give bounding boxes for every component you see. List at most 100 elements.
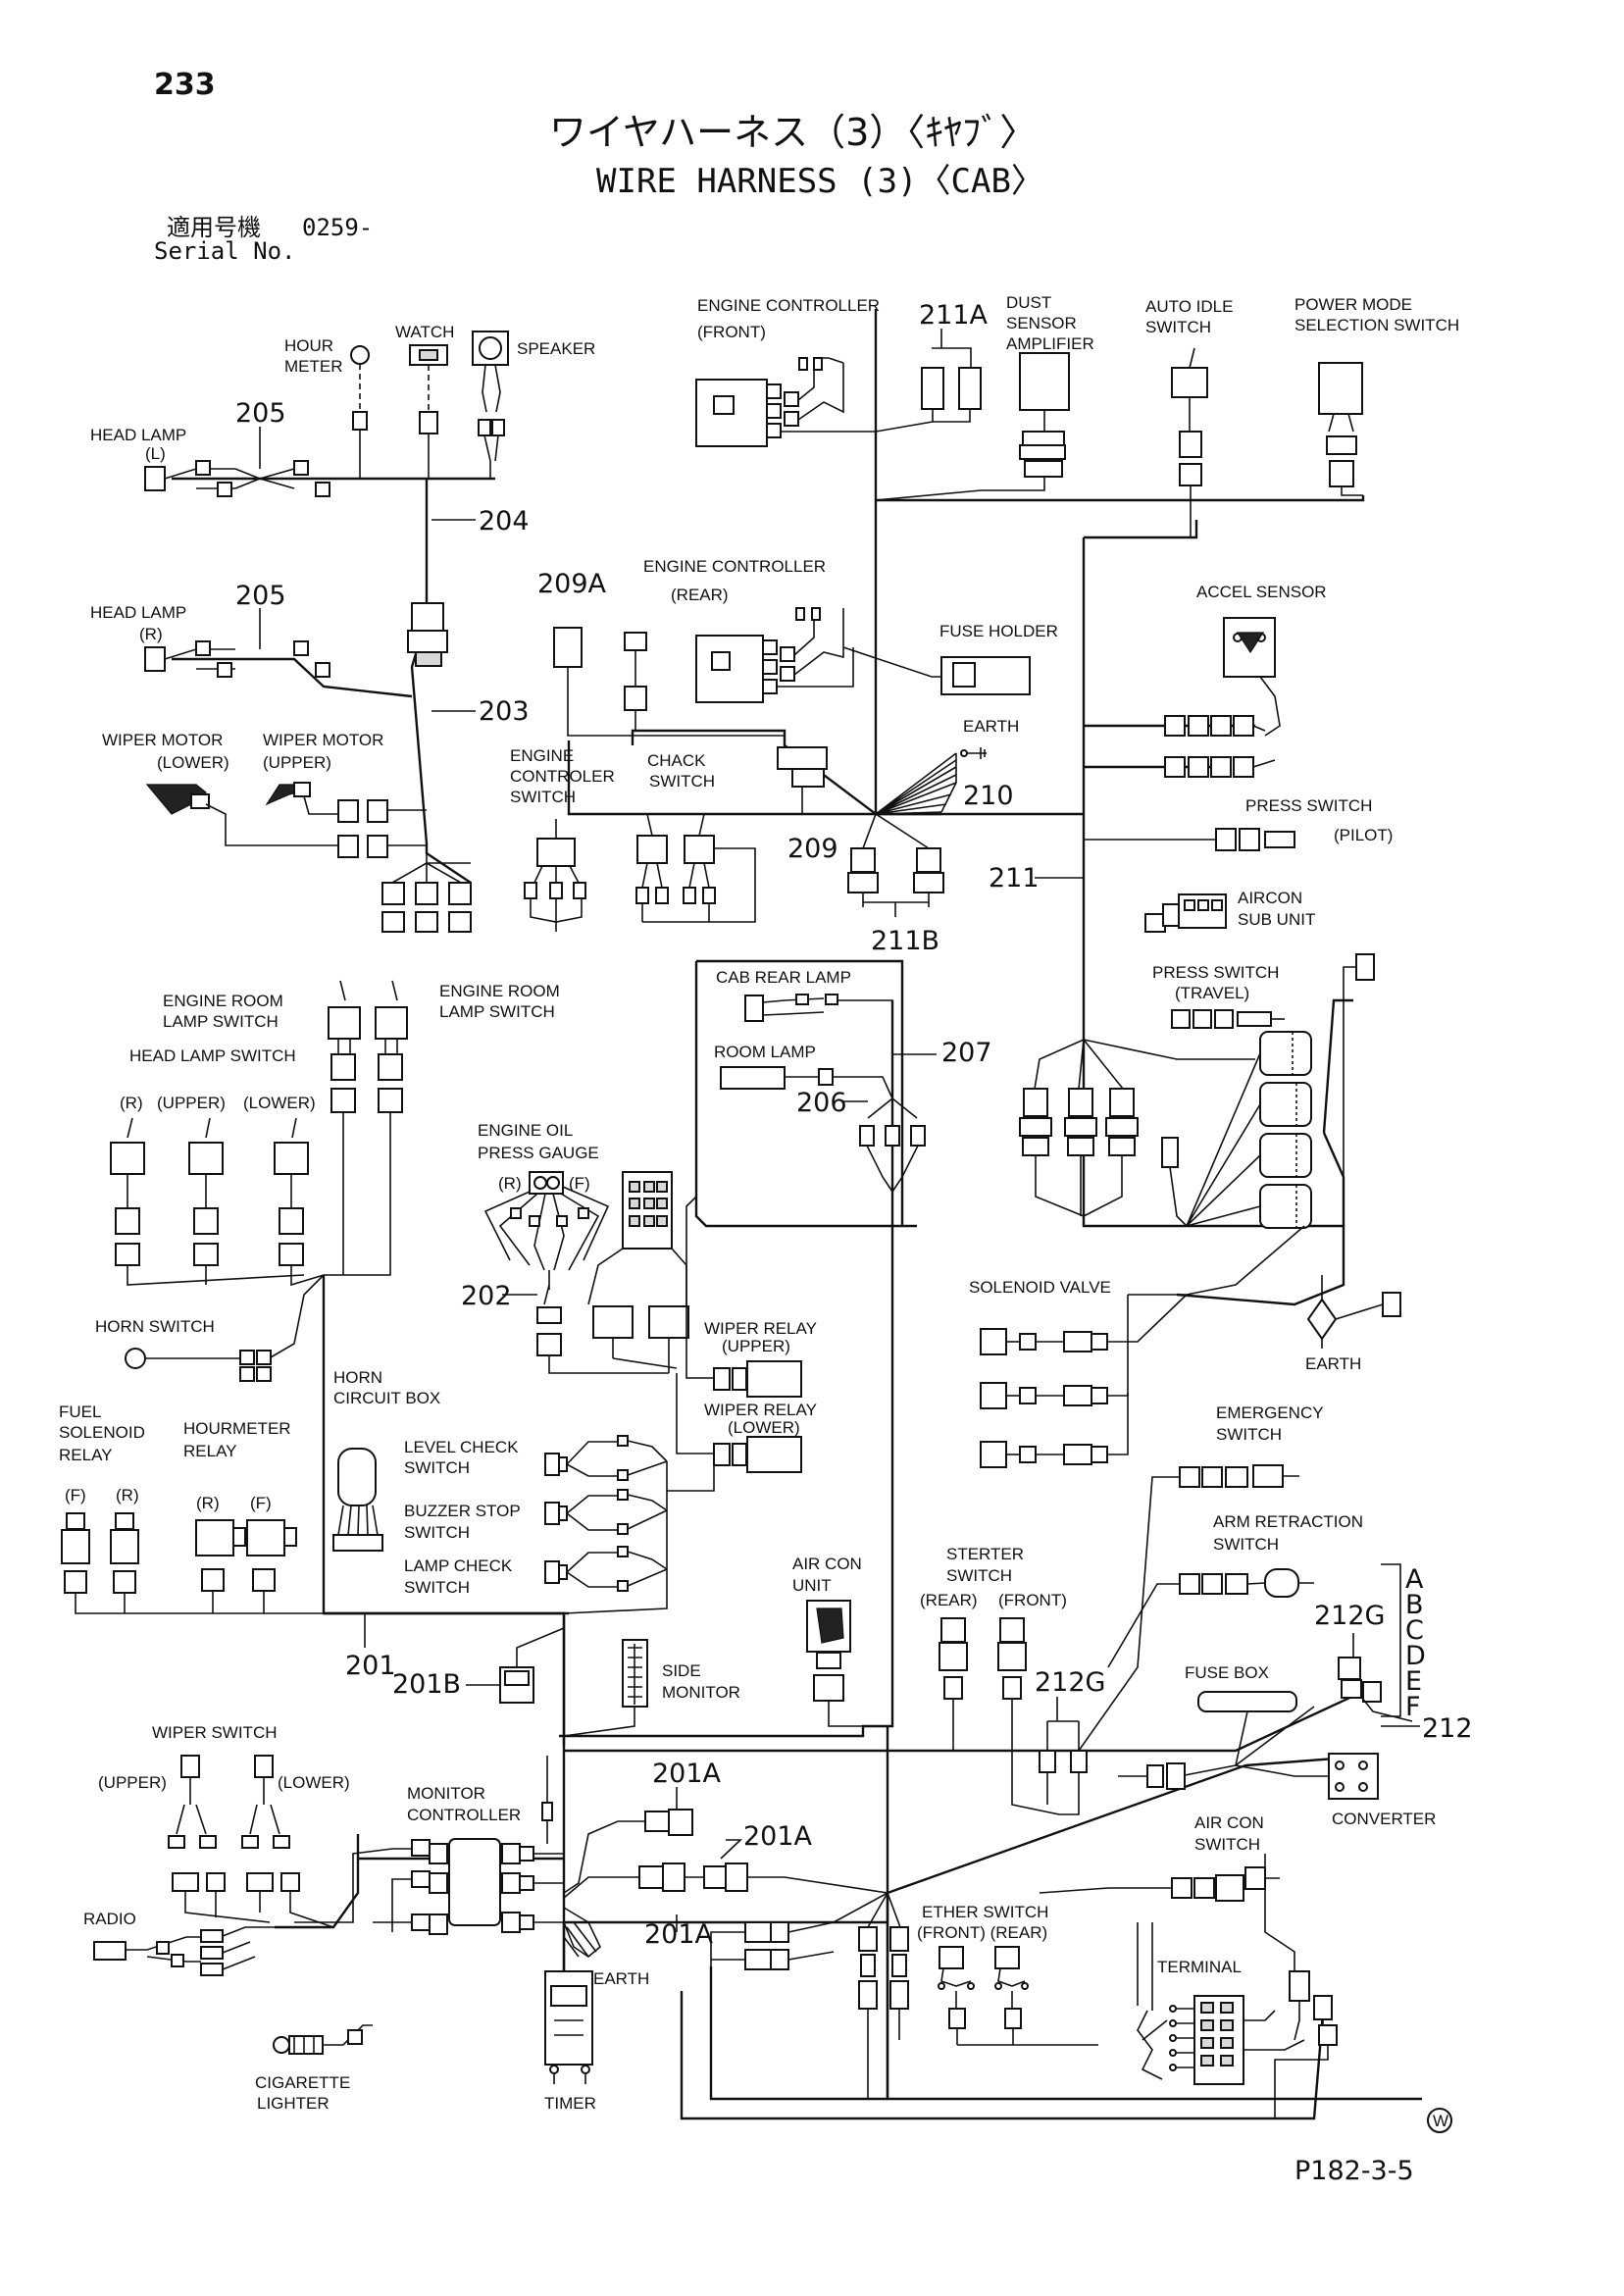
top-right-connector (1343, 953, 1375, 1285)
dust-sensor-amplifier: DUST SENSOR AMPLIFIER (875, 293, 1094, 501)
earth-label-bottom: EARTH (593, 1969, 649, 1988)
sterter-switch: STERTER SWITCH (REAR) (FRONT) (920, 1545, 1067, 1815)
sterter-label-2: SWITCH (946, 1566, 1012, 1585)
hourmeter-relay-r: (R) (196, 1494, 220, 1512)
ether-switch: ETHER SWITCH (FRONT) (REAR) (917, 1903, 1098, 2046)
head-lamp-l-label: HEAD LAMP (90, 426, 186, 444)
title-english: WIRE HARNESS (3)〈CAB〉 (596, 162, 1044, 201)
engine-controller-front-label-2: (FRONT) (697, 323, 766, 341)
terminal: TERMINAL (1137, 1922, 1305, 2085)
power-mode-label-2: SELECTION SWITCH (1294, 316, 1459, 334)
hourmeter-relay-label-2: RELAY (183, 1442, 237, 1460)
dust-label-1: DUST (1006, 293, 1051, 312)
page-number: 233 (154, 68, 216, 102)
bottom-right-connectors (1264, 1854, 1338, 2118)
press-switch-pilot-label-2: (PILOT) (1334, 826, 1393, 844)
letter-f: F (1405, 1692, 1421, 1722)
wiper-motor-upper-label-2: (UPPER) (263, 753, 331, 772)
cab-rear-lamp: CAB REAR LAMP (716, 968, 893, 1069)
letter-a: A (1405, 1564, 1424, 1595)
callout-206: 206 (796, 1088, 847, 1118)
wiper-motor-lower-label-1: WIPER MOTOR (102, 731, 223, 749)
engine-room-lamp-switches: ENGINE ROOM LAMP SWITCH ENGINE ROOM LAMP… (163, 980, 560, 1276)
callout-201a-2: 201A (743, 1821, 813, 1852)
hour-meter-label-2: METER (284, 357, 343, 376)
callout-201b: 201B (392, 1669, 461, 1700)
earth-label-right: EARTH (1305, 1354, 1361, 1373)
fuse-holder: FUSE HOLDER (939, 622, 1058, 695)
horn-switch: HORN SWITCH (95, 1274, 325, 1382)
dust-label-3: AMPLIFIER (1006, 334, 1094, 353)
air-con-switch-label-2: SWITCH (1194, 1835, 1260, 1854)
callout-205-upper: 205 (235, 398, 286, 429)
watch-label: WATCH (395, 323, 454, 341)
wiper-relay-lower: WIPER RELAY (LOWER) (676, 1373, 817, 1473)
auto-idle-switch: AUTO IDLE SWITCH (1145, 297, 1233, 537)
callout-204: 204 (479, 506, 530, 536)
earth-right: EARTH (1305, 1275, 1401, 1373)
hourmeter-relay-f: (F) (250, 1494, 272, 1512)
wiper-relay-upper: WIPER RELAY (UPPER) (685, 1304, 817, 1398)
fuel-relay-label-2: SOLENOID (59, 1423, 145, 1442)
speaker: SPEAKER (472, 331, 595, 479)
chack-switch-label-2: SWITCH (649, 772, 715, 791)
letter-d: D (1405, 1641, 1426, 1671)
aircon-sub-unit: AIRCON SUB UNIT (1144, 889, 1315, 933)
engine-room-lamp-left-2: LAMP SWITCH (163, 1012, 279, 1031)
earth-bottom: EARTH (563, 1907, 649, 1988)
engine-controler-switch-label-3: SWITCH (510, 788, 576, 806)
cigarette-lighter: CIGARETTE LIGHTER (255, 2024, 373, 2113)
accel-sensor-label: ACCEL SENSOR (1196, 583, 1327, 601)
fuel-solenoid-relay: FUEL SOLENOID RELAY (F) (R) (59, 1403, 324, 1614)
engine-room-lamp-right-2: LAMP SWITCH (439, 1002, 555, 1021)
connectors-202 (536, 1195, 697, 1374)
chack-switch-label-1: CHACK (647, 751, 706, 770)
head-lamp-switch-lower: (LOWER) (243, 1094, 316, 1112)
wiper-switch-upper: (UPPER) (98, 1773, 167, 1792)
hour-meter: HOUR METER (284, 336, 370, 479)
monitor-controller-label-2: CONTROLLER (407, 1806, 521, 1824)
buzzer-stop-label-2: SWITCH (404, 1523, 470, 1542)
engine-oil-r: (R) (498, 1174, 522, 1193)
cab-rear-lamp-label: CAB REAR LAMP (716, 968, 851, 987)
power-mode-label-1: POWER MODE (1294, 295, 1412, 314)
earth-fan-210: EARTH 210 (875, 717, 1019, 815)
fuse-box-label: FUSE BOX (1185, 1663, 1269, 1682)
solenoid-valve: SOLENOID VALVE (969, 1225, 1305, 1468)
horn-circuit-box-label-2: CIRCUIT BOX (333, 1389, 440, 1407)
engine-room-lamp-left-1: ENGINE ROOM (163, 992, 283, 1010)
connector-letters: A B C D E F (1381, 1563, 1426, 1722)
fuse-holder-label: FUSE HOLDER (939, 622, 1058, 640)
callout-210: 210 (963, 781, 1014, 811)
room-lamp-label: ROOM LAMP (714, 1043, 816, 1061)
connector-211b: 211B (847, 812, 944, 956)
power-mode-selection-switch: POWER MODE SELECTION SWITCH (1294, 295, 1459, 496)
fuel-relay-label-1: FUEL (59, 1403, 101, 1421)
head-lamp-switch-upper: (UPPER) (157, 1094, 226, 1112)
arm-retraction-label-1: ARM RETRACTION (1213, 1512, 1363, 1531)
wiper-motor-lower: WIPER MOTOR (LOWER) (102, 731, 343, 846)
bottom-center-connectors (710, 1892, 909, 2099)
callout-211b: 211B (871, 926, 939, 956)
engine-controler-switch: ENGINE CONTROLER SWITCH (510, 746, 615, 932)
callout-202: 202 (461, 1281, 512, 1311)
speaker-label: SPEAKER (517, 339, 595, 358)
sterter-label-1: STERTER (946, 1545, 1024, 1563)
right-relay-group (1019, 1031, 1312, 1229)
wiper-relay-upper-label-1: WIPER RELAY (704, 1319, 817, 1338)
lamp-check-label-1: LAMP CHECK (404, 1556, 513, 1575)
figure-code: P182-3-5 (1294, 2156, 1414, 2186)
fuse-box: FUSE BOX (1185, 1663, 1315, 1766)
engine-controller-rear-label-2: (REAR) (671, 586, 729, 604)
engine-controler-switch-label-1: ENGINE (510, 746, 574, 765)
radio-label: RADIO (83, 1910, 136, 1928)
air-con-unit-label-2: UNIT (792, 1576, 832, 1595)
air-con-unit-label-1: AIR CON (792, 1555, 862, 1573)
center-right-connectors (1118, 1762, 1237, 1790)
terminal-label: TERMINAL (1157, 1958, 1242, 1976)
engine-controller-rear: ENGINE CONTROLLER (REAR) (643, 557, 941, 703)
engine-controller-front-label-1: ENGINE CONTROLLER (697, 296, 880, 315)
connector-212g-upper: 212G (1314, 1601, 1413, 1722)
dust-label-2: SENSOR (1006, 314, 1077, 332)
press-switch-travel-label-1: PRESS SWITCH (1152, 963, 1279, 982)
